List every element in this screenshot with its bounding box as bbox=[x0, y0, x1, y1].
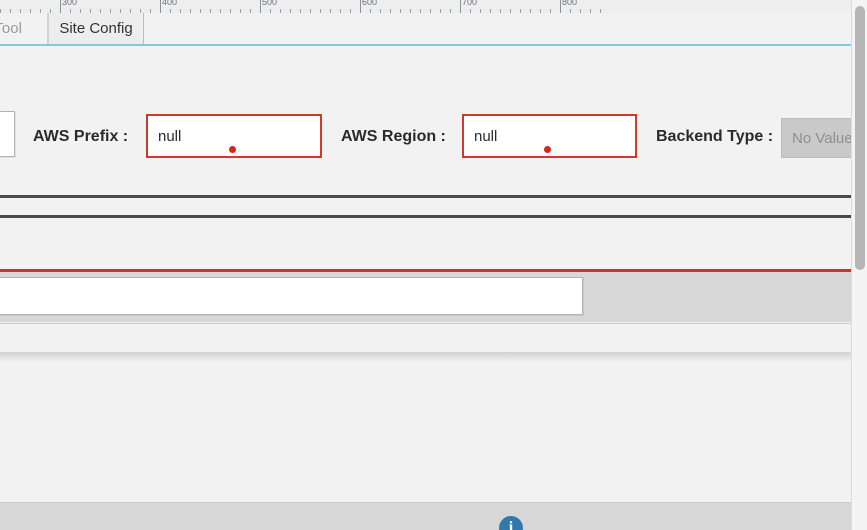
info-icon[interactable]: i bbox=[499, 516, 523, 530]
aws-region-required-dot bbox=[544, 146, 551, 153]
ruler-label-700: 700 bbox=[462, 0, 478, 7]
aws-prefix-input-value: null bbox=[158, 127, 182, 145]
tab-site-config-label: Site Config bbox=[59, 20, 133, 37]
ruler-label-600: 600 bbox=[362, 0, 378, 7]
bottom-status-bar: i bbox=[0, 503, 851, 530]
lower-panel-input[interactable] bbox=[0, 277, 583, 315]
info-icon-glyph: i bbox=[508, 519, 514, 530]
tab-bar: y Tool Site Config bbox=[0, 13, 851, 46]
tab-bar-empty-area bbox=[145, 13, 851, 44]
ruler-label-400: 400 bbox=[162, 0, 178, 7]
aws-region-label: AWS Region : bbox=[341, 128, 446, 145]
vertical-scrollbar-track[interactable] bbox=[851, 0, 867, 530]
separator-line-upper bbox=[0, 195, 851, 198]
separator-line-error bbox=[0, 269, 851, 272]
tab-site-config[interactable]: Site Config bbox=[48, 13, 144, 44]
tab-y-tool[interactable]: y Tool bbox=[0, 13, 48, 44]
left-partial-input[interactable] bbox=[0, 111, 15, 157]
ruler-label-300: 300 bbox=[62, 0, 78, 7]
aws-prefix-required-dot bbox=[229, 146, 236, 153]
panel-drop-shadow bbox=[0, 352, 851, 362]
separator-line-middle bbox=[0, 215, 851, 218]
panel-top-hairline bbox=[0, 323, 851, 324]
aws-region-input-value: null bbox=[474, 127, 498, 145]
horizontal-ruler: 300 400 500 600 700 800 bbox=[0, 0, 851, 14]
backend-type-label: Backend Type : bbox=[656, 128, 774, 145]
tab-y-tool-label: y Tool bbox=[0, 20, 22, 37]
aws-prefix-label: AWS Prefix : bbox=[33, 128, 129, 145]
panel-below-input bbox=[0, 322, 851, 352]
config-form-band: AWS Prefix : null AWS Region : null Back… bbox=[0, 48, 867, 196]
content-area-blank bbox=[0, 362, 851, 502]
ruler-label-800: 800 bbox=[562, 0, 578, 7]
lower-input-panel bbox=[0, 272, 851, 322]
vertical-scrollbar-thumb[interactable] bbox=[855, 6, 865, 270]
backend-type-input-value: No Value bbox=[792, 129, 853, 147]
bottom-bar-hairline bbox=[0, 502, 851, 503]
ruler-label-500: 500 bbox=[262, 0, 278, 7]
